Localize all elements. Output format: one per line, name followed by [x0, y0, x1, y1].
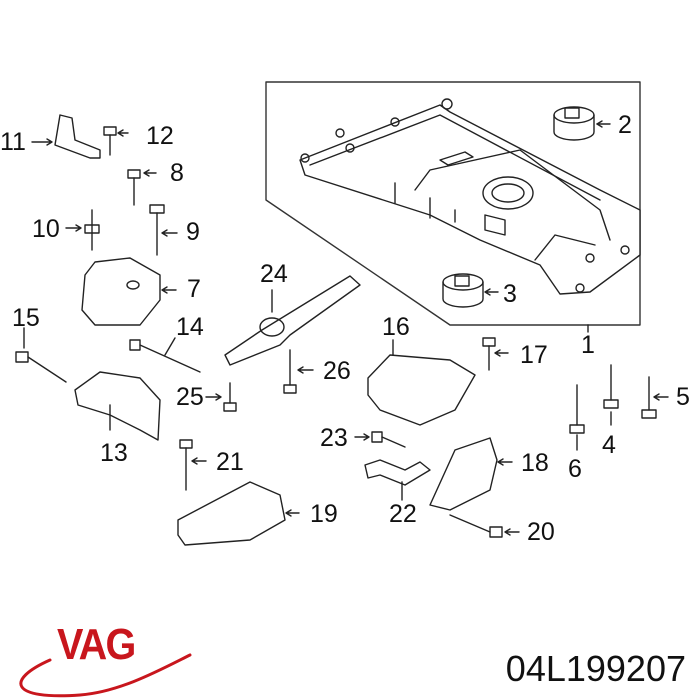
brand-name: VAG [57, 620, 136, 669]
callout-13: 13 [100, 439, 128, 467]
callout-4: 4 [602, 431, 616, 459]
callout-18: 18 [521, 449, 549, 477]
callout-12: 12 [146, 122, 174, 150]
vag-swoosh [19, 653, 192, 698]
bolt-17 [482, 337, 509, 371]
engine-mount-7 [81, 257, 177, 326]
callout-6: 6 [568, 455, 582, 483]
callout-15: 15 [12, 304, 40, 332]
bolt-5 [641, 376, 669, 419]
bracket-13 [74, 371, 161, 441]
callout-7: 7 [187, 275, 201, 303]
bushing-2 [553, 106, 611, 141]
callout-9: 9 [186, 218, 200, 246]
callout-10: 10 [32, 215, 60, 243]
group-box [265, 81, 641, 326]
bolt-14 [129, 337, 201, 373]
callout-1: 1 [581, 331, 595, 359]
bolt-26 [283, 349, 314, 394]
part-number: 04L199207 [505, 648, 686, 689]
callout-14: 14 [176, 313, 204, 341]
bolt-12 [103, 126, 129, 156]
bolt-4 [603, 364, 619, 426]
callout-8: 8 [170, 159, 184, 187]
bolt-20 [449, 514, 520, 538]
callout-16: 16 [382, 313, 410, 341]
bolt-8 [127, 169, 157, 206]
callout-19: 19 [310, 500, 338, 528]
callout-3: 3 [503, 280, 517, 308]
bracket-11 [31, 114, 101, 159]
callout-22: 22 [389, 500, 417, 528]
vag-logo: VAG [5, 620, 205, 700]
bolt-23 [354, 431, 406, 448]
bolt-9 [149, 204, 178, 256]
callout-17: 17 [520, 341, 548, 369]
mount-19 [177, 481, 300, 546]
callout-21: 21 [216, 448, 244, 476]
bracket-22 [364, 459, 431, 501]
bolt-25 [205, 382, 237, 412]
callout-25: 25 [176, 383, 204, 411]
bolt-21 [179, 439, 207, 491]
subframe-illustration [299, 98, 641, 295]
callout-23: 23 [320, 424, 348, 452]
bracket-18 [429, 437, 513, 511]
trans-mount-16 [367, 339, 476, 426]
callout-5: 5 [676, 383, 690, 411]
callout-11: 11 [0, 128, 26, 156]
callout-2: 2 [618, 111, 632, 139]
callout-26: 26 [323, 357, 351, 385]
bolt-6 [569, 384, 585, 451]
callout-24: 24 [260, 260, 288, 288]
stud-10 [65, 209, 100, 251]
bolt-15 [15, 327, 67, 383]
callout-20: 20 [527, 518, 555, 546]
bushing-3 [442, 273, 499, 308]
torque-rod-24 [224, 275, 361, 366]
